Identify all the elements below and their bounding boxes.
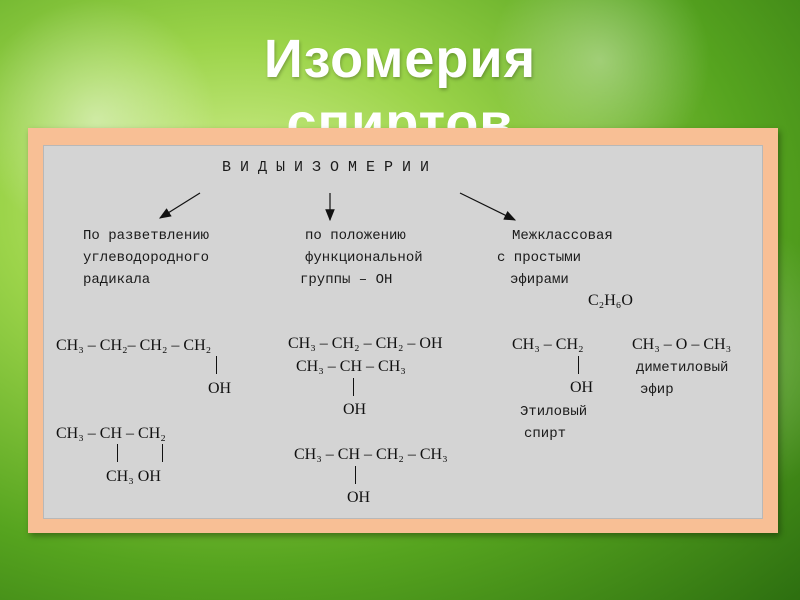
formula-ether: CH₃ – O – CH₃: [632, 336, 732, 353]
formula-position-1: CH₃ – CH₂ – CH₂ – OH: [288, 335, 443, 352]
formula-position-2-sub: OH: [343, 401, 367, 418]
bond-position-2: [353, 378, 354, 396]
formula-branching-1: CH₃ – CH₂– CH₂ – CH₂: [56, 337, 212, 354]
category-position-line-1: по положению: [305, 228, 406, 244]
molecular-formula: C₂H₆O: [588, 292, 633, 309]
formula-ethanol-sub: OH: [570, 379, 594, 396]
formula-position-2: CH₃ – CH – CH₃: [296, 358, 406, 375]
bond-ethanol: [578, 356, 579, 374]
formula-position-3: CH₃ – CH – CH₂ – CH₃: [294, 446, 448, 463]
diagram-panel: [43, 145, 763, 519]
ether-name-line-1: диметиловый: [636, 360, 729, 376]
bond-branching-2a: [117, 444, 118, 462]
arrow-left: [158, 192, 201, 219]
formula-branching-2: CH₃ – CH – CH₂: [56, 425, 166, 442]
category-interclass-line-1: Межклассовая: [512, 228, 613, 244]
category-position-line-2: функциональной: [305, 250, 423, 266]
bond-branching-1: [216, 356, 217, 374]
diagram-header: В И Д Ы И З О М Е Р И И: [222, 159, 430, 176]
category-interclass-line-3: эфирами: [510, 272, 569, 288]
category-position-line-3: группы – ОН: [300, 272, 393, 288]
category-branching-line-2: углеводородного: [83, 250, 210, 266]
arrow-right: [459, 192, 517, 221]
formula-ethanol: CH₃ – CH₂: [512, 336, 584, 353]
slide-title: Изомерия: [263, 29, 537, 89]
bond-position-3: [355, 466, 356, 484]
formula-branching-1-sub: OH: [208, 380, 232, 397]
category-branching-line-3: радикала: [83, 272, 151, 288]
category-interclass-line-2: с простыми: [497, 250, 582, 266]
formula-branching-2-sub: CH₃ OH: [106, 468, 161, 485]
category-branching-line-1: По разветвлению: [83, 228, 210, 244]
bond-branching-2b: [162, 444, 163, 462]
ether-name-line-2: эфир: [640, 382, 674, 398]
formula-position-3-sub: OH: [347, 489, 371, 506]
ethanol-name-line-1: Этиловый: [520, 404, 588, 420]
ethanol-name-line-2: спирт: [524, 426, 567, 442]
